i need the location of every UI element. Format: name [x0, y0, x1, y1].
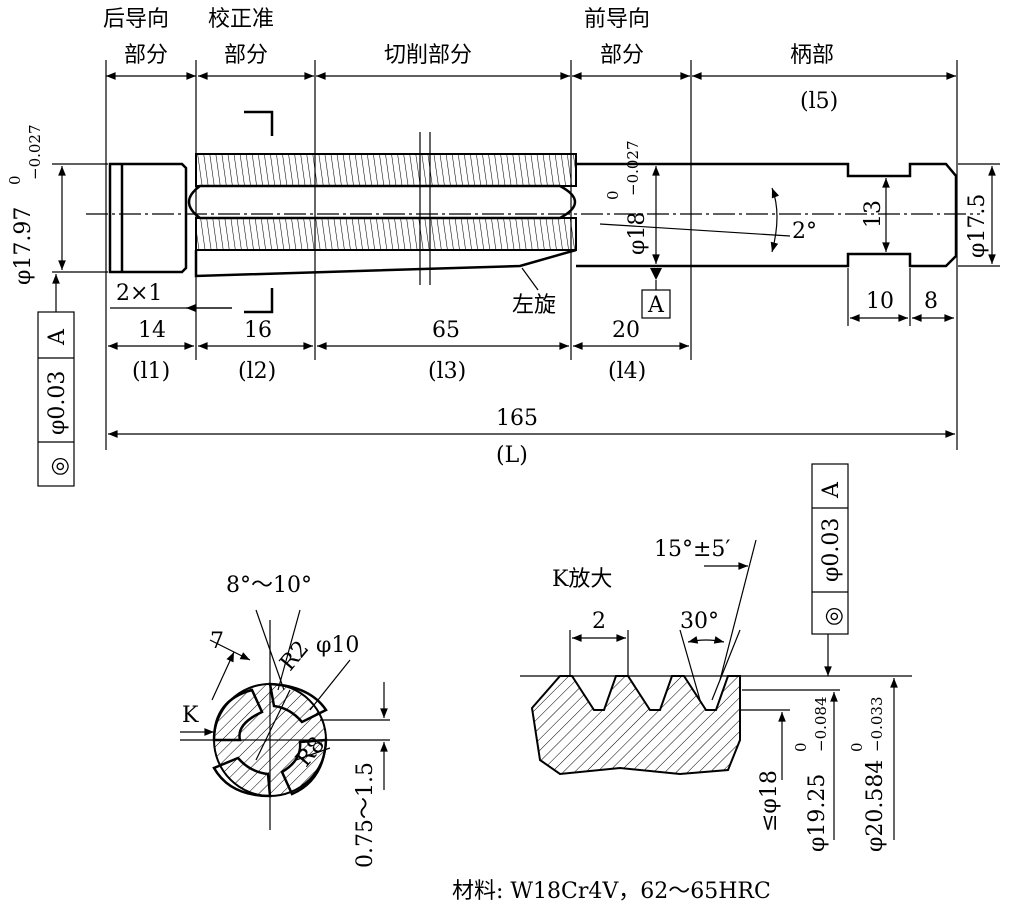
- total-symbol: (L): [496, 443, 528, 468]
- left-tolerance-frame: A φ0.03 ◎: [37, 274, 75, 487]
- left-frame-value: φ0.03: [45, 371, 70, 435]
- label-rear-guide-1: 后导向: [103, 7, 169, 32]
- label-front-guide-2: 部分: [600, 43, 644, 68]
- detail-d2-label: φ20.584: [863, 760, 888, 852]
- section-view-k-label: K: [182, 703, 199, 728]
- detail-d2-tol-lower: −0.033: [868, 696, 886, 752]
- taper-angle-label: 2°: [792, 219, 817, 244]
- broach-body: [86, 110, 980, 314]
- shank-diameter-label: φ17.5: [965, 194, 990, 258]
- rear-diameter-label: φ17.97: [11, 207, 36, 285]
- l4-value: 20: [612, 318, 640, 343]
- right-frame-datum: A: [819, 481, 844, 499]
- left-frame-datum: A: [45, 328, 70, 346]
- chamfer-dim: 2×1: [110, 281, 232, 312]
- section-radius-small-label: R2: [275, 636, 314, 675]
- l3-symbol: (l3): [428, 359, 466, 384]
- extension-lines: [105, 60, 958, 450]
- chamfer-label: 2×1: [116, 281, 162, 306]
- detail-d1-tol-lower: −0.084: [812, 696, 830, 752]
- rear-diameter-tol-upper: 0: [6, 175, 24, 185]
- right-frame-value: φ0.03: [819, 518, 844, 582]
- rear-diameter-tol-lower: −0.027: [26, 124, 44, 180]
- section-angle-label: 8°～10°: [226, 573, 312, 598]
- detail-d1-label: φ19.25: [805, 774, 830, 852]
- segment-dims: [108, 342, 956, 438]
- label-shank: 柄部: [790, 43, 834, 68]
- l1-symbol: (l1): [132, 359, 170, 384]
- groove-width-label: 10: [866, 289, 894, 314]
- l1-value: 14: [138, 318, 166, 343]
- detail-thread-angle-label: 30°: [680, 609, 719, 634]
- l3-value: 65: [432, 318, 460, 343]
- left-frame-symbol: ◎: [47, 457, 72, 476]
- groove-diameter-label: 13: [861, 200, 886, 228]
- material-note: 材料: W18Cr4V，62～65HRC: [452, 879, 771, 904]
- total-value: 165: [496, 406, 538, 431]
- label-calibrating-1: 校正准: [208, 7, 274, 32]
- right-frame-symbol: ◎: [821, 607, 846, 626]
- label-rear-guide-2: 部分: [124, 43, 168, 68]
- label-front-guide-1: 前导向: [584, 7, 650, 32]
- shank-dims: 13 φ17.5 10 8: [847, 163, 1000, 326]
- detail-d1-tol-upper: 0: [792, 742, 810, 752]
- detail-root-dia-label: ≤φ18: [757, 770, 782, 832]
- label-shank-symbol: (l5): [800, 89, 838, 114]
- detail-angle-tol-label: 15°±5′: [654, 537, 730, 562]
- detail-title: K放大: [552, 567, 612, 592]
- detail-pitch-label: 2: [592, 609, 606, 634]
- l2-symbol: (l2): [238, 359, 276, 384]
- l4-symbol: (l4): [608, 359, 646, 384]
- label-cutting: 切削部分: [384, 43, 472, 68]
- front-diameter-tol-upper: 0: [604, 190, 622, 200]
- front-datum-label: A: [647, 293, 665, 318]
- detail-view-k: [520, 463, 912, 840]
- l2-value: 16: [244, 318, 272, 343]
- section-width-label: 7: [210, 629, 224, 654]
- cross-section-view: [180, 609, 390, 830]
- front-diameter-label: φ18: [625, 212, 650, 255]
- detail-d2-tol-upper: 0: [848, 742, 866, 752]
- section-diameter-label: φ10: [316, 633, 359, 658]
- rear-diameter-dim: φ17.97 0 −0.027: [6, 124, 108, 285]
- taper-angle-dim: 2°: [599, 187, 817, 253]
- front-diameter-dim: φ18 0 −0.027 A: [604, 140, 671, 319]
- groove-end-label: 8: [924, 289, 938, 314]
- section-depth-label: 0.75～1.5: [353, 762, 378, 868]
- left-hand-label: 左旋: [512, 293, 556, 318]
- front-diameter-tol-lower: −0.027: [624, 140, 642, 196]
- label-calibrating-2: 部分: [224, 43, 268, 68]
